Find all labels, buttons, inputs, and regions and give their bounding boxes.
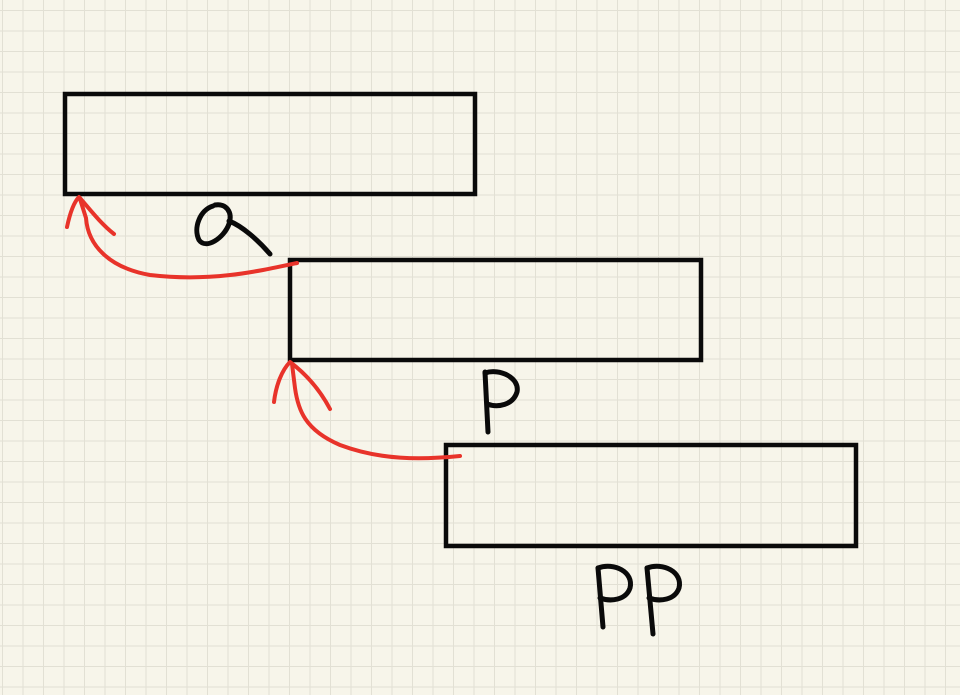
node-p-box — [287, 257, 704, 363]
edge-p-to-o-arrowhead — [65, 195, 116, 236]
node-pp-box — [443, 442, 859, 549]
edge-pp-to-p — [272, 360, 462, 461]
node-p-label-text: p — [500, 399, 501, 401]
node-o-box — [62, 91, 478, 197]
edge-p-to-o-curve — [78, 197, 299, 280]
edge-pp-to-p-curve — [290, 362, 462, 461]
node-o-label: o — [194, 202, 273, 257]
node-p-label: p — [482, 369, 520, 435]
edge-p-to-o — [65, 195, 299, 280]
edge-pp-to-p-arrowhead — [272, 360, 332, 411]
node-pp-label-text: pp — [640, 599, 642, 601]
node-o: o — [62, 91, 478, 257]
node-p: p — [287, 257, 704, 435]
node-o-label-text: o — [232, 235, 233, 237]
node-pp-label: pp — [595, 563, 682, 637]
node-pp: pp — [443, 442, 859, 637]
